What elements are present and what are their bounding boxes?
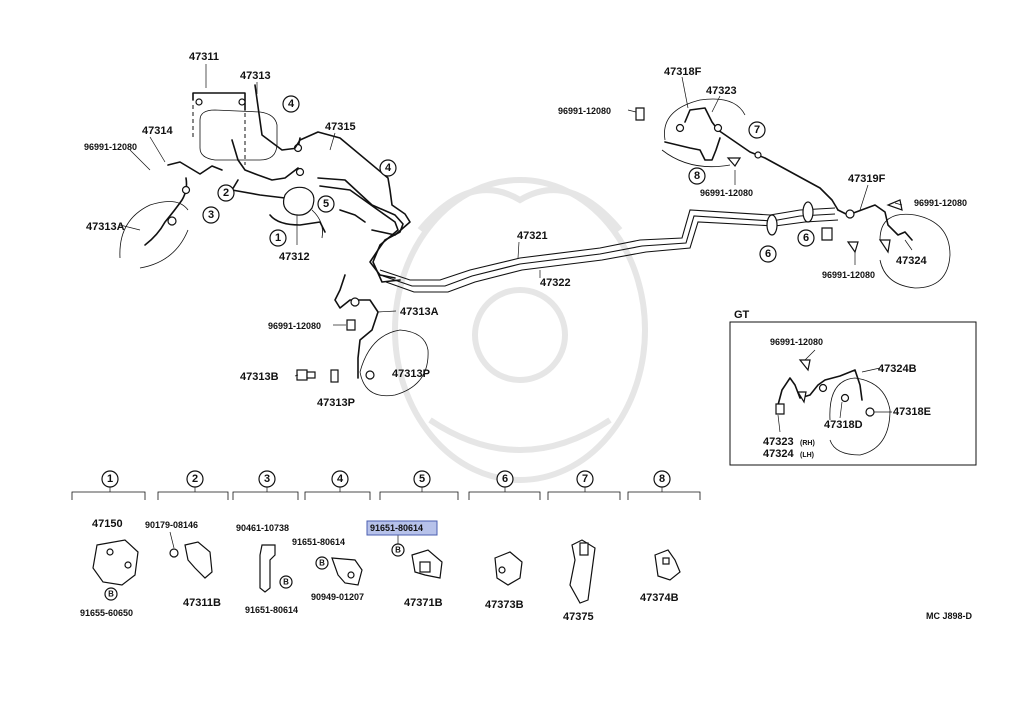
label-47313A-mid[interactable]: 47313A	[400, 306, 439, 318]
svg-text:7: 7	[754, 124, 760, 136]
legend-47150[interactable]: 47150	[92, 518, 123, 530]
gt-label-47318E[interactable]: 47318E	[893, 406, 931, 418]
gt-inset	[729, 321, 977, 466]
legend-header-4: 4	[331, 470, 349, 488]
label-47315[interactable]: 47315	[325, 121, 356, 133]
svg-text:4: 4	[385, 162, 392, 174]
svg-text:2: 2	[223, 187, 229, 199]
label-47313[interactable]: 47313	[240, 70, 271, 82]
label-47318F[interactable]: 47318F	[664, 66, 702, 78]
legend-header-8: 8	[653, 470, 671, 488]
callout-5: 5	[317, 195, 335, 213]
svg-text:3: 3	[264, 473, 270, 485]
label-47321[interactable]: 47321	[517, 230, 548, 242]
gt-label-47323[interactable]: 47323	[763, 436, 794, 448]
label-47323[interactable]: 47323	[706, 85, 737, 97]
callout-8: 8	[688, 167, 706, 185]
callout-6a: 6	[759, 245, 777, 263]
svg-text:4: 4	[288, 98, 295, 110]
svg-text:B: B	[319, 559, 325, 568]
label-47322[interactable]: 47322	[540, 277, 571, 289]
label-47312[interactable]: 47312	[279, 251, 310, 263]
label-47314[interactable]: 47314	[142, 125, 173, 137]
rear-right-assembly	[635, 98, 951, 289]
label-96991-r[interactable]: 96991-12080	[914, 198, 967, 208]
svg-text:8: 8	[659, 473, 665, 485]
svg-text:7: 7	[582, 473, 588, 485]
legend-47311B[interactable]: 47311B	[183, 597, 221, 609]
legend-b-mark-3: B	[279, 575, 293, 589]
legend-47371B[interactable]: 47371B	[404, 597, 443, 609]
gt-label-96991[interactable]: 96991-12080	[770, 337, 823, 347]
svg-text:1: 1	[107, 473, 113, 485]
callout-7: 7	[748, 121, 766, 139]
legend-header-7: 7	[576, 470, 594, 488]
label-47324[interactable]: 47324	[896, 255, 927, 267]
watermark-emblem	[392, 177, 648, 483]
label-47319F[interactable]: 47319F	[848, 173, 886, 185]
label-96991-tr[interactable]: 96991-12080	[558, 106, 611, 116]
legend-header-1: 1	[101, 470, 119, 488]
callout-4b: 4	[379, 159, 397, 177]
svg-text:1: 1	[275, 232, 281, 244]
legend-b-mark-5: B	[391, 543, 405, 557]
legend-b-mark-4: B	[315, 556, 329, 570]
legend-part-drawings	[92, 539, 681, 604]
legend-90949-01207[interactable]: 90949-01207	[311, 592, 364, 602]
legend-b-mark-1: B	[104, 587, 118, 601]
gt-label-47324[interactable]: 47324	[763, 448, 794, 460]
label-96991-mid[interactable]: 96991-12080	[268, 321, 321, 331]
svg-text:5: 5	[419, 473, 425, 485]
svg-text:2: 2	[192, 473, 198, 485]
svg-text:6: 6	[803, 232, 809, 244]
selected-part-highlight[interactable]	[366, 520, 438, 536]
legend-header-2: 2	[186, 470, 204, 488]
label-96991-r2[interactable]: 96991-12080	[822, 270, 875, 280]
gt-title: GT	[734, 309, 750, 321]
gt-label-47324B[interactable]: 47324B	[878, 363, 917, 375]
legend-91655-60650[interactable]: 91655-60650	[80, 608, 133, 618]
legend-90179-08146[interactable]: 90179-08146	[145, 520, 198, 530]
svg-text:B: B	[108, 590, 114, 599]
label-47313P-a[interactable]: 47313P	[392, 368, 430, 380]
legend-header-5: 5	[413, 470, 431, 488]
legend-90461-10738[interactable]: 90461-10738	[236, 523, 289, 533]
legend-47374B[interactable]: 47374B	[640, 592, 679, 604]
callout-3: 3	[202, 206, 220, 224]
label-47313B[interactable]: 47313B	[240, 371, 279, 383]
svg-text:8: 8	[694, 170, 700, 182]
svg-text:6: 6	[765, 248, 771, 260]
callout-1: 1	[269, 229, 287, 247]
label-47311[interactable]: 47311	[189, 51, 219, 63]
callout-2: 2	[217, 184, 235, 202]
gt-label-rh: (RH)	[800, 440, 815, 447]
label-96991-tr2[interactable]: 96991-12080	[700, 188, 753, 198]
legend-91651-80614-a[interactable]: 91651-80614	[245, 605, 298, 615]
callout-4a: 4	[282, 95, 300, 113]
svg-text:B: B	[283, 578, 289, 587]
svg-text:4: 4	[337, 473, 344, 485]
legend-47375[interactable]: 47375	[563, 611, 594, 623]
legend-91651-80614-b[interactable]: 91651-80614	[292, 537, 345, 547]
label-47313P-b[interactable]: 47313P	[317, 397, 355, 409]
legend-91651-80614-selected[interactable]: 91651-80614	[370, 523, 423, 533]
svg-text:B: B	[395, 546, 401, 555]
svg-text:5: 5	[323, 198, 329, 210]
gt-label-47318D[interactable]: 47318D	[824, 419, 863, 431]
callout-6b: 6	[797, 229, 815, 247]
svg-text:6: 6	[502, 473, 508, 485]
leader-lines	[119, 64, 913, 549]
gt-label-lh: (LH)	[800, 452, 814, 459]
label-96991-left[interactable]: 96991-12080	[84, 142, 137, 152]
legend-brackets	[71, 487, 701, 500]
legend-header-6: 6	[496, 470, 514, 488]
legend-47373B[interactable]: 47373B	[485, 599, 524, 611]
label-47313A-left[interactable]: 47313A	[86, 221, 125, 233]
legend-header-3: 3	[258, 470, 276, 488]
diagram-code: MC J898-D	[926, 611, 973, 621]
svg-text:3: 3	[208, 209, 214, 221]
